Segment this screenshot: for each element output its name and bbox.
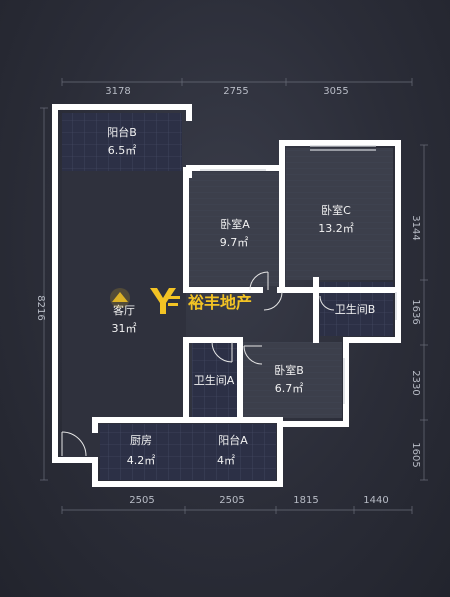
- area-bedroom-b: 6.7㎡: [275, 382, 304, 395]
- label-bathroom-b: 卫生间B: [335, 302, 376, 316]
- brand-logo: 裕丰地产: [150, 288, 252, 314]
- walls: [52, 104, 401, 487]
- windows: [200, 145, 397, 404]
- area-living-room: 31㎡: [112, 322, 137, 335]
- floor-bedroom-c: [286, 148, 393, 280]
- area-balcony-a: 4㎡: [217, 454, 235, 467]
- dim-right-1: 3144: [410, 215, 421, 240]
- label-kitchen: 厨房: [130, 434, 152, 447]
- label-bedroom-c: 卧室C: [321, 203, 351, 217]
- dim-bottom-4: 1440: [363, 495, 388, 506]
- label-balcony-b: 阳台B: [107, 125, 137, 139]
- dim-top-3: 3055: [323, 86, 348, 97]
- floor-balcony-b: [62, 113, 182, 171]
- label-living-room: 客厅: [113, 303, 135, 317]
- label-bedroom-b: 卧室B: [274, 363, 304, 377]
- light-marker-icon: [110, 288, 130, 308]
- dim-top-2: 2755: [223, 86, 248, 97]
- room-floors: [62, 113, 393, 480]
- dim-right-3: 2330: [410, 370, 421, 395]
- dim-top-1: 3178: [105, 86, 130, 97]
- brand-name: 裕丰地产: [187, 293, 252, 312]
- dim-right-2: 1636: [410, 299, 421, 324]
- floor-bedroom-a: [186, 172, 280, 286]
- label-bedroom-a: 卧室A: [220, 217, 250, 231]
- area-bedroom-a: 9.7㎡: [220, 236, 249, 249]
- dim-left-1: 8216: [35, 295, 46, 320]
- floor-bedroom-b: [242, 342, 342, 418]
- dim-bottom-2: 2505: [219, 495, 244, 506]
- dim-bottom-3: 1815: [293, 495, 318, 506]
- label-bathroom-a: 卫生间A: [194, 373, 235, 387]
- floor-balcony-a: [188, 424, 276, 480]
- dimension-lines: [40, 78, 428, 514]
- yf-logo-icon: [150, 288, 180, 314]
- dim-bottom-1: 2505: [129, 495, 154, 506]
- floor-living-room: [62, 171, 186, 459]
- floor-bathroom-a: [192, 342, 238, 418]
- label-balcony-a: 阳台A: [218, 433, 248, 447]
- dim-right-4: 1605: [410, 442, 421, 467]
- area-bedroom-c: 13.2㎡: [318, 222, 354, 235]
- area-kitchen: 4.2㎡: [127, 454, 156, 467]
- floor-kitchen: [100, 424, 188, 480]
- area-balcony-b: 6.5㎡: [108, 144, 137, 157]
- doors: [61, 271, 335, 457]
